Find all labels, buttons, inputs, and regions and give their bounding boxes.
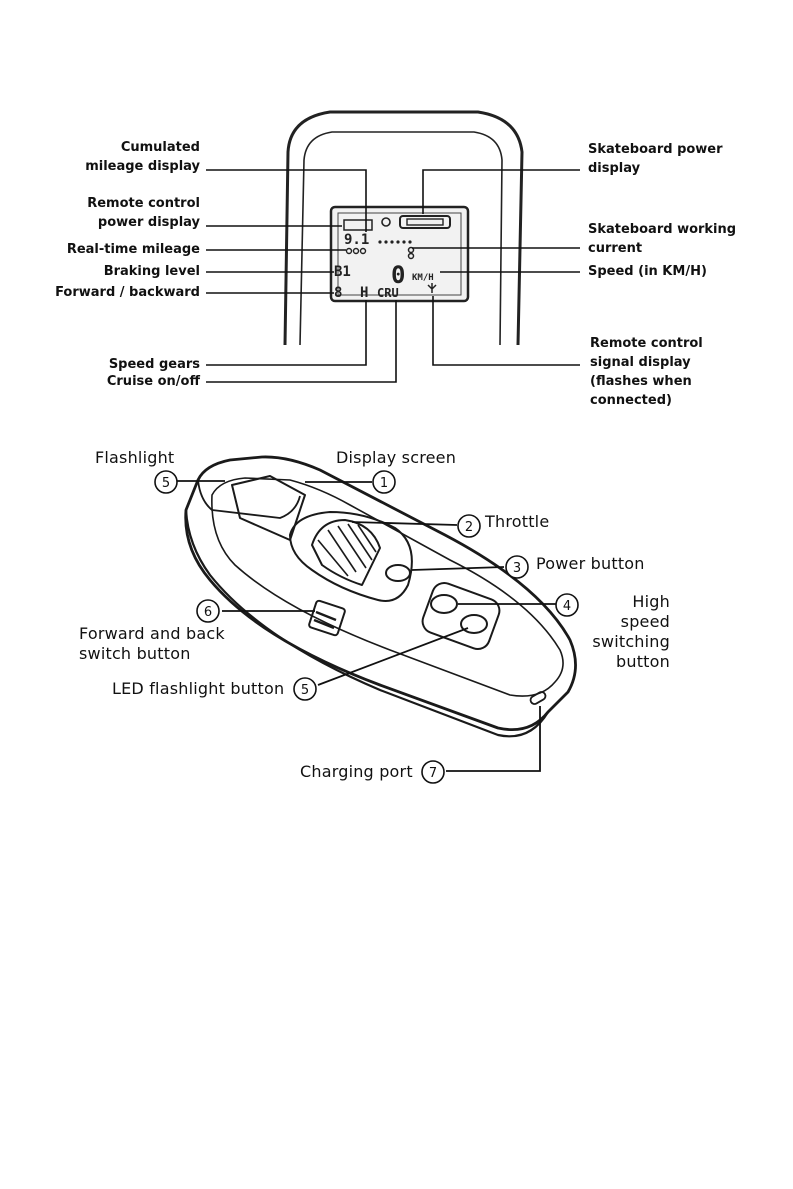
label-charging-port: Charging port (300, 762, 413, 781)
side-switch-shape (308, 599, 346, 637)
label-braking-level: Braking level (103, 264, 200, 279)
label-led-flashlight-button: LED flashlight button (112, 679, 285, 698)
lcd-direction: 8 (334, 285, 342, 301)
callout-numbers: 5 1 2 3 4 6 5 7 (162, 476, 571, 781)
callout-circle-5b (293, 677, 317, 701)
label-forward-back-switch: Forward and back switch button (79, 624, 225, 663)
charging-port-shape (529, 691, 547, 705)
remote-head-drawing (283, 110, 524, 346)
label-throttle: Throttle (485, 512, 550, 531)
label-remote-power: Remote control power display (87, 196, 200, 230)
callout-num-3: 3 (513, 561, 521, 576)
skateboard-battery-icon (399, 215, 451, 229)
bottom-leader-lines (177, 480, 556, 772)
label-forward-backward: Forward / backward (55, 285, 200, 300)
label-skateboard-power: Skateboard power display (588, 142, 723, 176)
lcd-speed: 0 (391, 261, 405, 289)
label-power-button: Power button (536, 554, 645, 573)
label-cruise: Cruise on/off (106, 374, 200, 389)
callout-circle-2 (457, 514, 481, 538)
callout-num-1: 1 (380, 476, 388, 491)
throttle-wheel-shape (311, 519, 381, 586)
lcd-unit: KM/H (412, 273, 434, 283)
label-display-screen: Display screen (336, 448, 457, 467)
label-realtime-mileage: Real-time mileage (66, 242, 200, 257)
label-high-speed: High speed switching button (592, 592, 670, 671)
label-signal-display: Remote control signal display (flashes w… (590, 336, 703, 408)
callout-circle-6 (196, 599, 220, 623)
callout-circle-4 (555, 593, 579, 617)
callout-num-5a: 5 (162, 476, 170, 491)
high-speed-button-shape (430, 594, 458, 614)
lcd-screen: 9.1 B1 8 H CRU 0 KM/H (329, 205, 470, 303)
callout-num-2: 2 (465, 520, 473, 535)
callout-circle-5a (154, 470, 178, 494)
lcd-braking: B1 (334, 264, 351, 280)
label-flashlight: Flashlight (95, 448, 175, 467)
lcd-cruise: CRU (377, 286, 399, 300)
label-working-current: Skateboard working current (588, 222, 737, 256)
top-leader-lines (206, 169, 580, 383)
signal-icon (427, 283, 437, 293)
callout-circle-7 (421, 760, 445, 784)
callout-num-5b: 5 (301, 683, 309, 698)
callout-circle-1 (372, 470, 396, 494)
callout-circle-3 (505, 555, 529, 579)
led-button-shape (460, 614, 488, 634)
callout-num-7: 7 (429, 766, 437, 781)
label-cumulated-mileage: Cumulated mileage display (85, 140, 200, 174)
power-button-shape (385, 564, 411, 582)
callout-num-4: 4 (563, 599, 571, 614)
lcd-mileage: 9.1 (344, 232, 369, 248)
remote-battery-icon (343, 219, 373, 231)
lcd-gear: H (360, 285, 368, 301)
remote-body-drawing (184, 455, 577, 738)
callout-circles (154, 470, 579, 784)
label-speed-unit: Speed (in KM/H) (588, 264, 707, 279)
label-speed-gears: Speed gears (108, 357, 200, 372)
callout-num-6: 6 (204, 605, 212, 620)
